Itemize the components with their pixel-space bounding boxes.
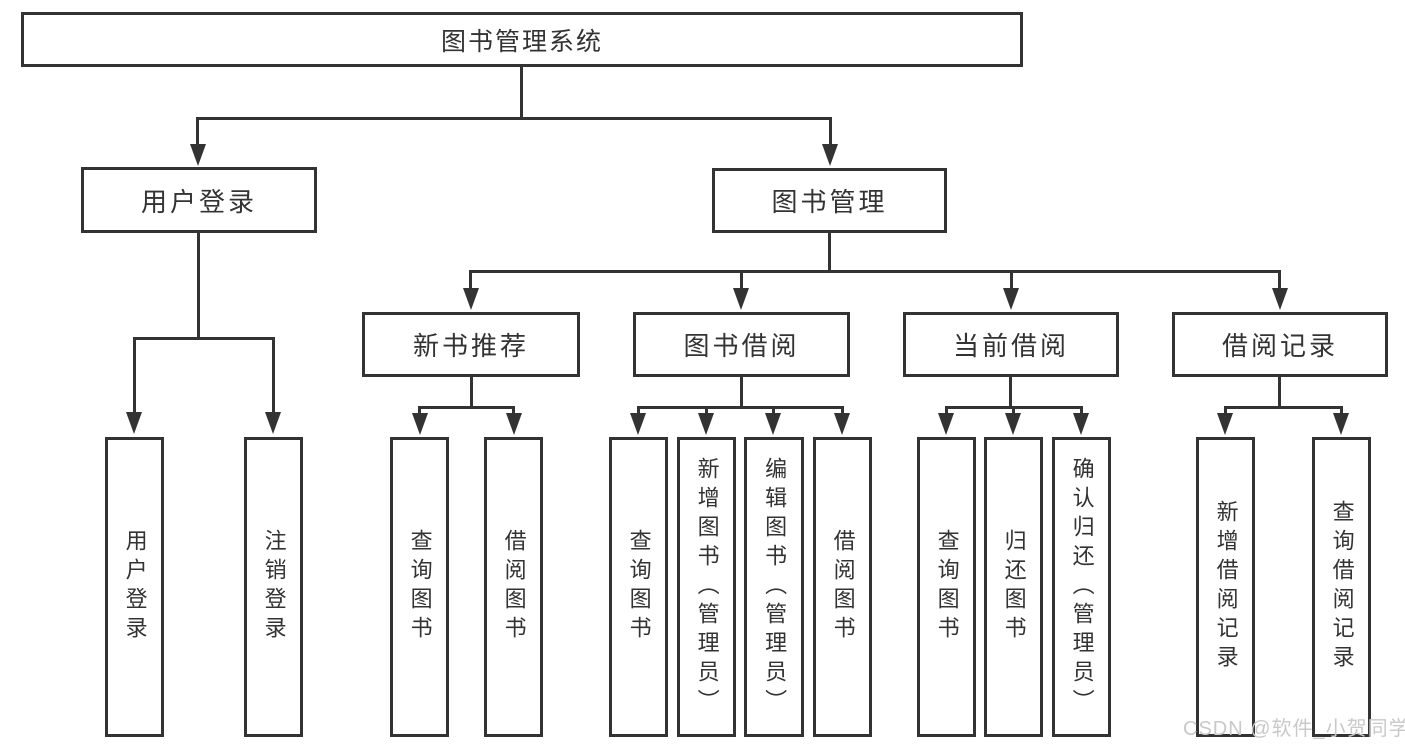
connector-line: [1080, 406, 1083, 417]
node-leaf-add-book-admin: 新增图书（管理员）: [677, 437, 736, 737]
connector-line: [841, 406, 844, 417]
arrow-down-icon: [463, 288, 479, 310]
node-leaf-confirm-return-admin-label: 确认归还（管理员）: [1069, 456, 1095, 718]
node-borrowing-records: 借阅记录: [1172, 312, 1388, 377]
connector-line: [469, 270, 1281, 273]
node-leaf-user-login-label: 用户登录: [122, 529, 148, 645]
connector-line: [1340, 406, 1343, 417]
connector-line: [418, 406, 421, 417]
arrow-down-icon: [733, 288, 749, 310]
connector-line: [828, 233, 831, 272]
node-leaf-confirm-return-admin: 确认归还（管理员）: [1052, 437, 1111, 737]
connector-line: [637, 406, 640, 417]
node-leaf-current-query-books: 查询图书: [917, 437, 976, 737]
arrow-down-icon: [938, 413, 954, 435]
node-leaf-add-borrow-record-label: 新增借阅记录: [1213, 500, 1239, 674]
node-leaf-add-book-admin-label: 新增图书（管理员）: [694, 456, 720, 718]
node-leaf-logout: 注销登录: [244, 437, 303, 737]
connector-line: [637, 406, 844, 409]
arrow-down-icon: [412, 413, 428, 435]
connector-line: [272, 337, 275, 417]
node-leaf-recommend-borrow-books-label: 借阅图书: [501, 529, 527, 645]
node-user-login: 用户登录: [81, 167, 317, 233]
node-leaf-edit-book-admin-label: 编辑图书（管理员）: [762, 456, 788, 718]
node-leaf-borrow-books-label: 借阅图书: [830, 529, 856, 645]
connector-line: [512, 406, 515, 417]
node-leaf-query-borrow-record: 查询借阅记录: [1312, 437, 1371, 737]
node-current-borrowing: 当前借阅: [903, 312, 1119, 377]
arrow-down-icon: [190, 144, 206, 166]
node-leaf-query-borrow-record-label: 查询借阅记录: [1329, 500, 1355, 674]
node-book-management-label: 图书管理: [771, 187, 888, 217]
arrow-down-icon: [1333, 413, 1349, 435]
node-book-management: 图书管理: [712, 168, 947, 233]
arrow-down-icon: [1003, 288, 1019, 310]
node-new-book-recommend: 新书推荐: [362, 312, 580, 377]
arrow-down-icon: [698, 413, 714, 435]
connector-line: [829, 117, 832, 150]
node-new-book-recommend-label: 新书推荐: [412, 331, 529, 361]
connector-line: [1278, 270, 1281, 292]
node-user-login-label: 用户登录: [140, 186, 257, 217]
node-leaf-recommend-query-books: 查询图书: [390, 437, 449, 737]
connector-line: [705, 406, 708, 417]
connector-line: [1224, 406, 1343, 409]
node-leaf-return-books-label: 归还图书: [1001, 529, 1027, 645]
connector-line: [1224, 406, 1227, 417]
arrow-down-icon: [1272, 288, 1288, 310]
node-leaf-current-query-books-label: 查询图书: [934, 529, 960, 645]
arrow-down-icon: [1217, 413, 1233, 435]
arrow-down-icon: [1005, 413, 1021, 435]
connector-line: [197, 117, 832, 120]
arrow-down-icon: [265, 412, 281, 434]
connector-line: [133, 337, 136, 417]
connector-line: [520, 67, 523, 119]
arrow-down-icon: [630, 413, 646, 435]
connector-line: [418, 406, 515, 409]
connector-line: [740, 270, 743, 292]
node-leaf-user-login: 用户登录: [105, 437, 164, 737]
node-leaf-borrow-books: 借阅图书: [813, 437, 872, 737]
node-leaf-add-borrow-record: 新增借阅记录: [1196, 437, 1255, 737]
arrow-down-icon: [1073, 413, 1089, 435]
connector-line: [469, 270, 472, 292]
connector-line: [470, 377, 473, 408]
node-leaf-borrowing-query-books-label: 查询图书: [626, 529, 652, 645]
connector-line: [1278, 377, 1281, 408]
node-book-borrowing: 图书借阅: [633, 312, 850, 377]
node-leaf-borrowing-query-books: 查询图书: [609, 437, 668, 737]
node-root-label: 图书管理系统: [440, 27, 603, 56]
node-book-borrowing-label: 图书借阅: [683, 331, 800, 361]
arrow-down-icon: [765, 413, 781, 435]
connector-line: [133, 337, 275, 340]
connector-line: [196, 117, 199, 150]
node-leaf-return-books: 归还图书: [984, 437, 1043, 737]
connector-line: [1010, 270, 1013, 292]
watermark: CSDN @软件_小贺同学: [1183, 718, 1405, 740]
node-borrowing-records-label: 借阅记录: [1221, 331, 1338, 361]
node-leaf-recommend-query-books-label: 查询图书: [407, 529, 433, 645]
arrow-down-icon: [126, 412, 142, 434]
connector-line: [772, 406, 775, 417]
node-root: 图书管理系统: [21, 12, 1023, 67]
node-current-borrowing-label: 当前借阅: [952, 331, 1069, 361]
node-leaf-edit-book-admin: 编辑图书（管理员）: [744, 437, 804, 737]
connector-line: [1012, 406, 1015, 417]
connector-line: [740, 377, 743, 408]
connector-line: [1009, 377, 1012, 408]
node-leaf-logout-label: 注销登录: [261, 529, 287, 645]
node-leaf-recommend-borrow-books: 借阅图书: [484, 437, 543, 737]
arrow-down-icon: [834, 413, 850, 435]
arrow-down-icon: [822, 144, 838, 166]
arrow-down-icon: [506, 413, 522, 435]
connector-line: [197, 233, 200, 339]
connector-line: [945, 406, 948, 417]
